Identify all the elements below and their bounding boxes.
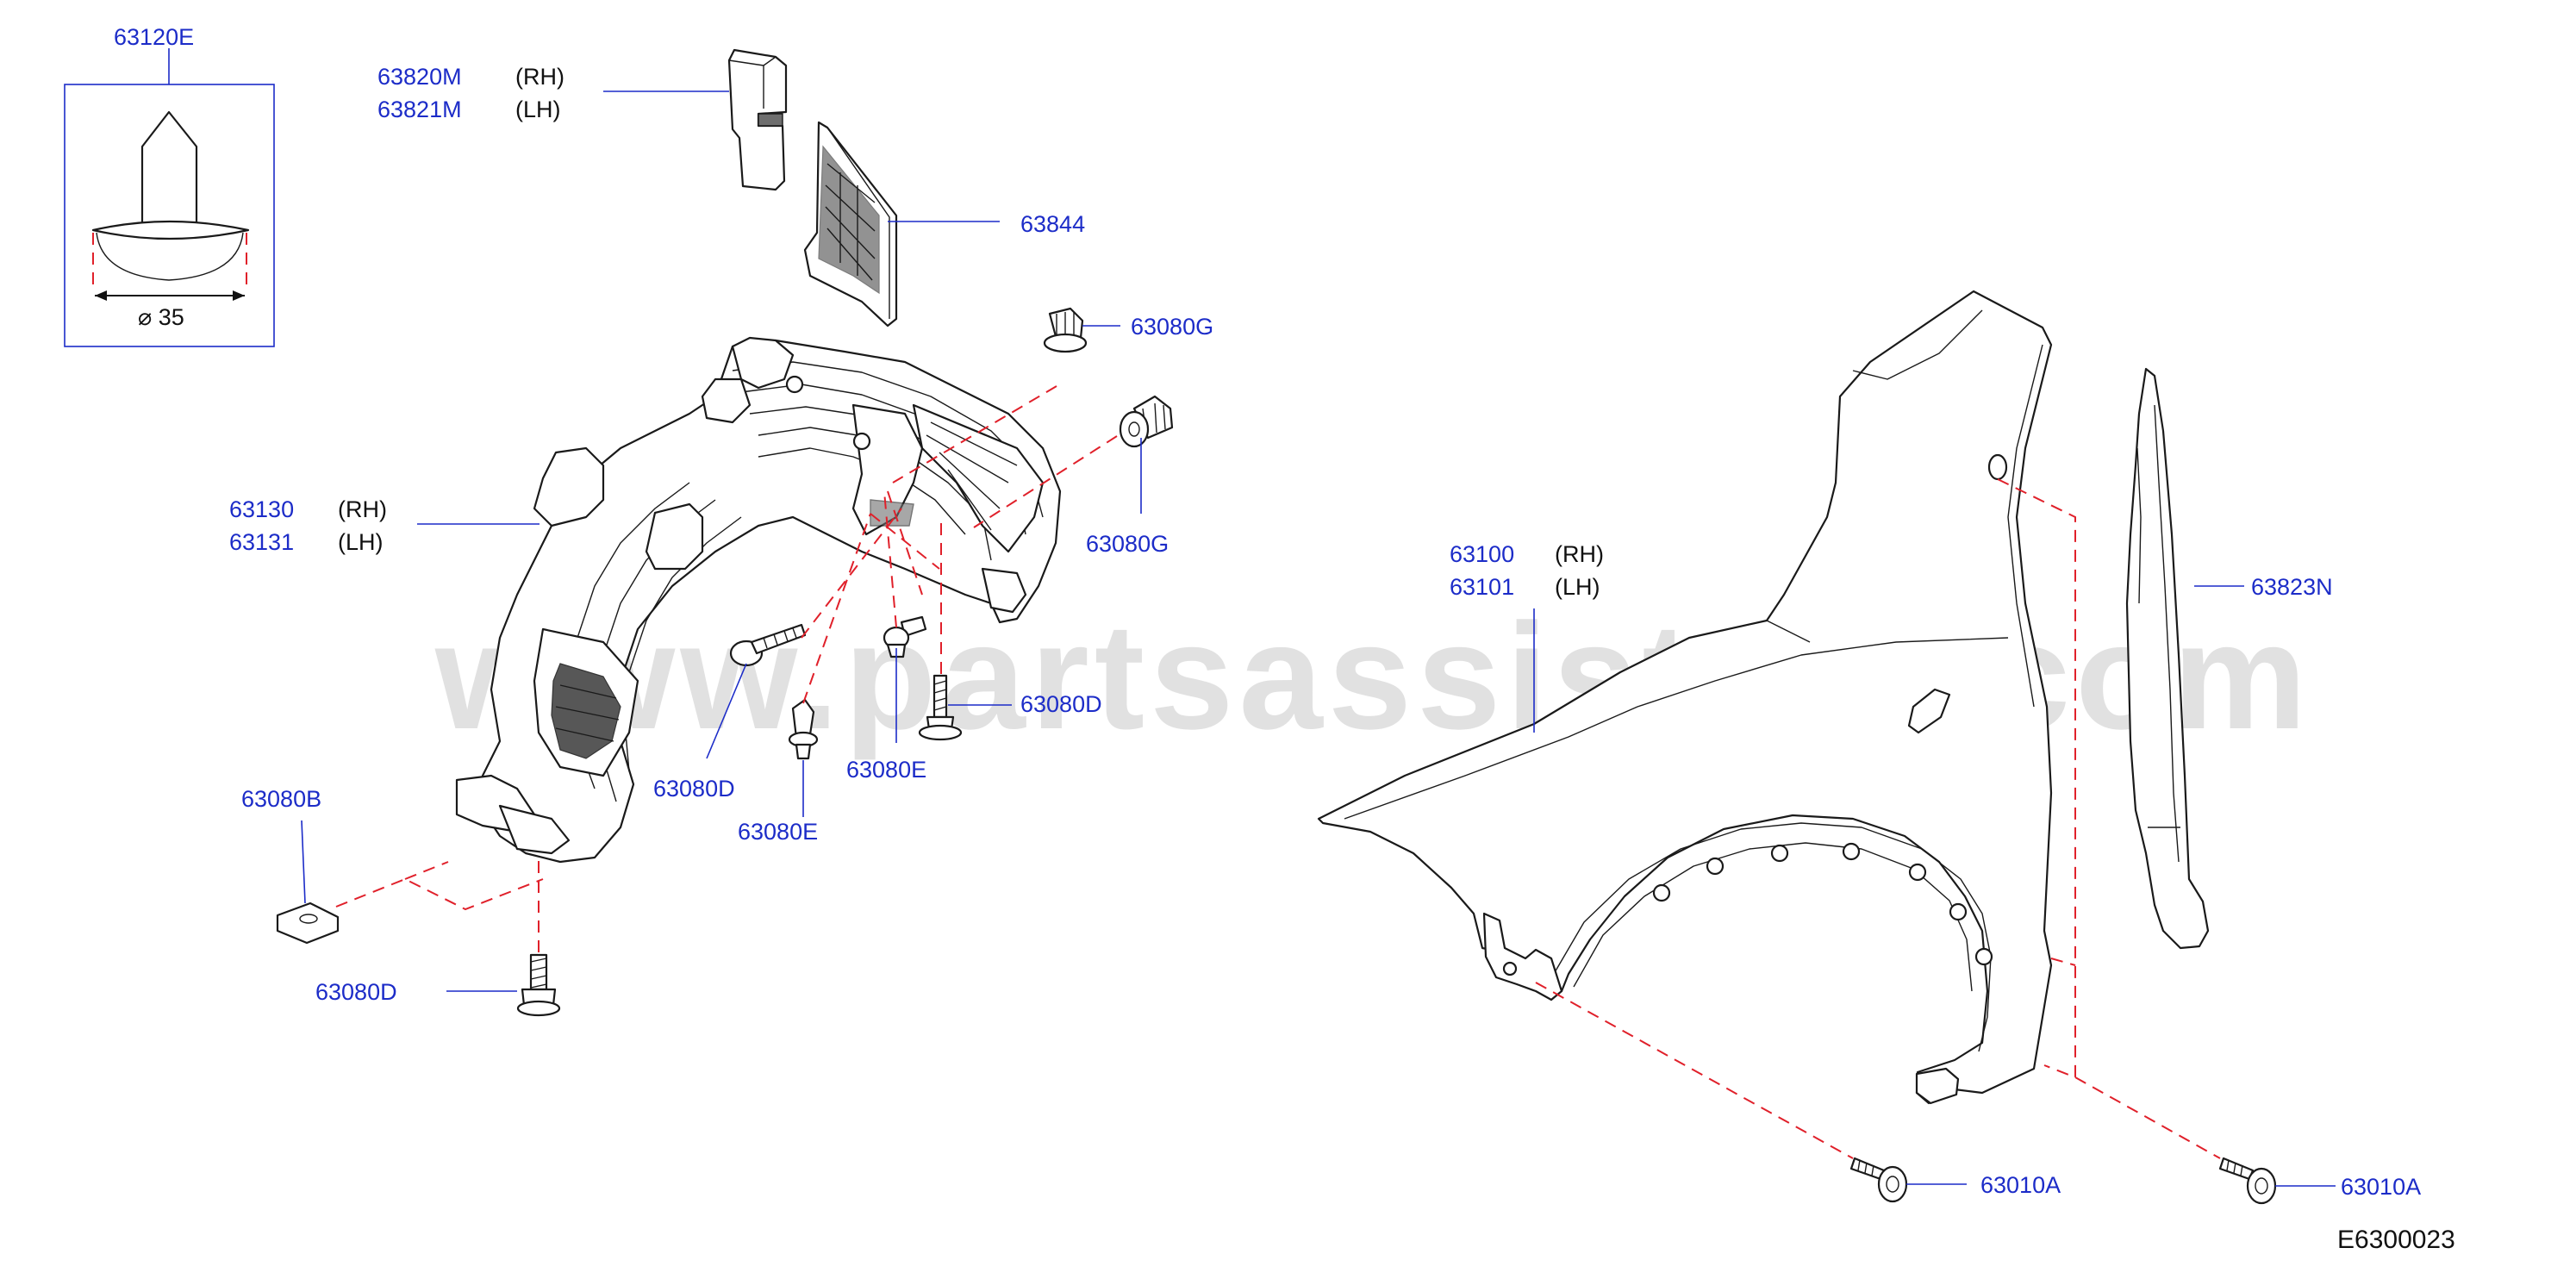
label-63820m-side: (RH) xyxy=(515,64,564,90)
clip-63080e-right-icon xyxy=(883,615,927,658)
leader-lines xyxy=(301,90,2336,1187)
label-63823n: 63823N xyxy=(2251,574,2333,600)
fender-63100-icon xyxy=(1317,290,2053,1105)
label-63080e-left: 63080E xyxy=(738,819,818,845)
bolt-63010a-right-icon xyxy=(2218,1157,2277,1205)
clip-63120e-icon xyxy=(91,110,250,301)
diagram-code: E6300023 xyxy=(2337,1226,2455,1254)
bolt-63010a-left-icon xyxy=(1849,1157,1908,1203)
label-63101-side: (LH) xyxy=(1555,574,1600,600)
label-63131: 63131 xyxy=(229,529,294,555)
detail-box-63120e xyxy=(64,48,275,347)
clip-63080e-left-icon xyxy=(788,698,819,760)
clip-63080g-mid-icon xyxy=(1119,395,1174,448)
label-63010a-left: 63010A xyxy=(1980,1172,2061,1198)
label-63844: 63844 xyxy=(1020,211,1085,237)
label-63120e: 63120E xyxy=(114,24,194,50)
insulator-63823n-icon xyxy=(2125,367,2210,950)
label-63821m: 63821M xyxy=(377,97,462,122)
label-63130-side: (RH) xyxy=(338,496,387,522)
nut-63080b-icon xyxy=(276,902,340,945)
label-63080e-right: 63080E xyxy=(846,757,926,783)
label-63080d-right: 63080D xyxy=(1020,691,1102,717)
label-63080g-mid: 63080G xyxy=(1086,531,1169,557)
fender-liner-63130-icon xyxy=(455,336,1062,864)
label-63080b: 63080B xyxy=(241,786,321,812)
label-63821m-side: (LH) xyxy=(515,97,561,122)
bracket-63844-icon xyxy=(803,121,898,328)
label-63080d-center: 63080D xyxy=(653,776,735,802)
clip-63080g-top-icon xyxy=(1043,307,1088,353)
label-63080g-top: 63080G xyxy=(1131,314,1213,340)
screw-63080d-bottom-icon xyxy=(516,953,561,1017)
label-63010a-right: 63010A xyxy=(2341,1174,2421,1200)
assembly-lines xyxy=(335,385,2221,1159)
label-diameter-35: ⌀ 35 xyxy=(138,304,184,330)
label-63820m: 63820M xyxy=(377,64,462,90)
label-63100: 63100 xyxy=(1450,541,1514,567)
label-63131-side: (LH) xyxy=(338,529,384,555)
label-63080d-bottom: 63080D xyxy=(315,979,397,1005)
label-63130: 63130 xyxy=(229,496,294,522)
screw-63080d-right-icon xyxy=(918,674,963,741)
label-63100-side: (RH) xyxy=(1555,541,1604,567)
bracket-63820m-icon xyxy=(727,48,788,191)
label-63101: 63101 xyxy=(1450,574,1514,600)
